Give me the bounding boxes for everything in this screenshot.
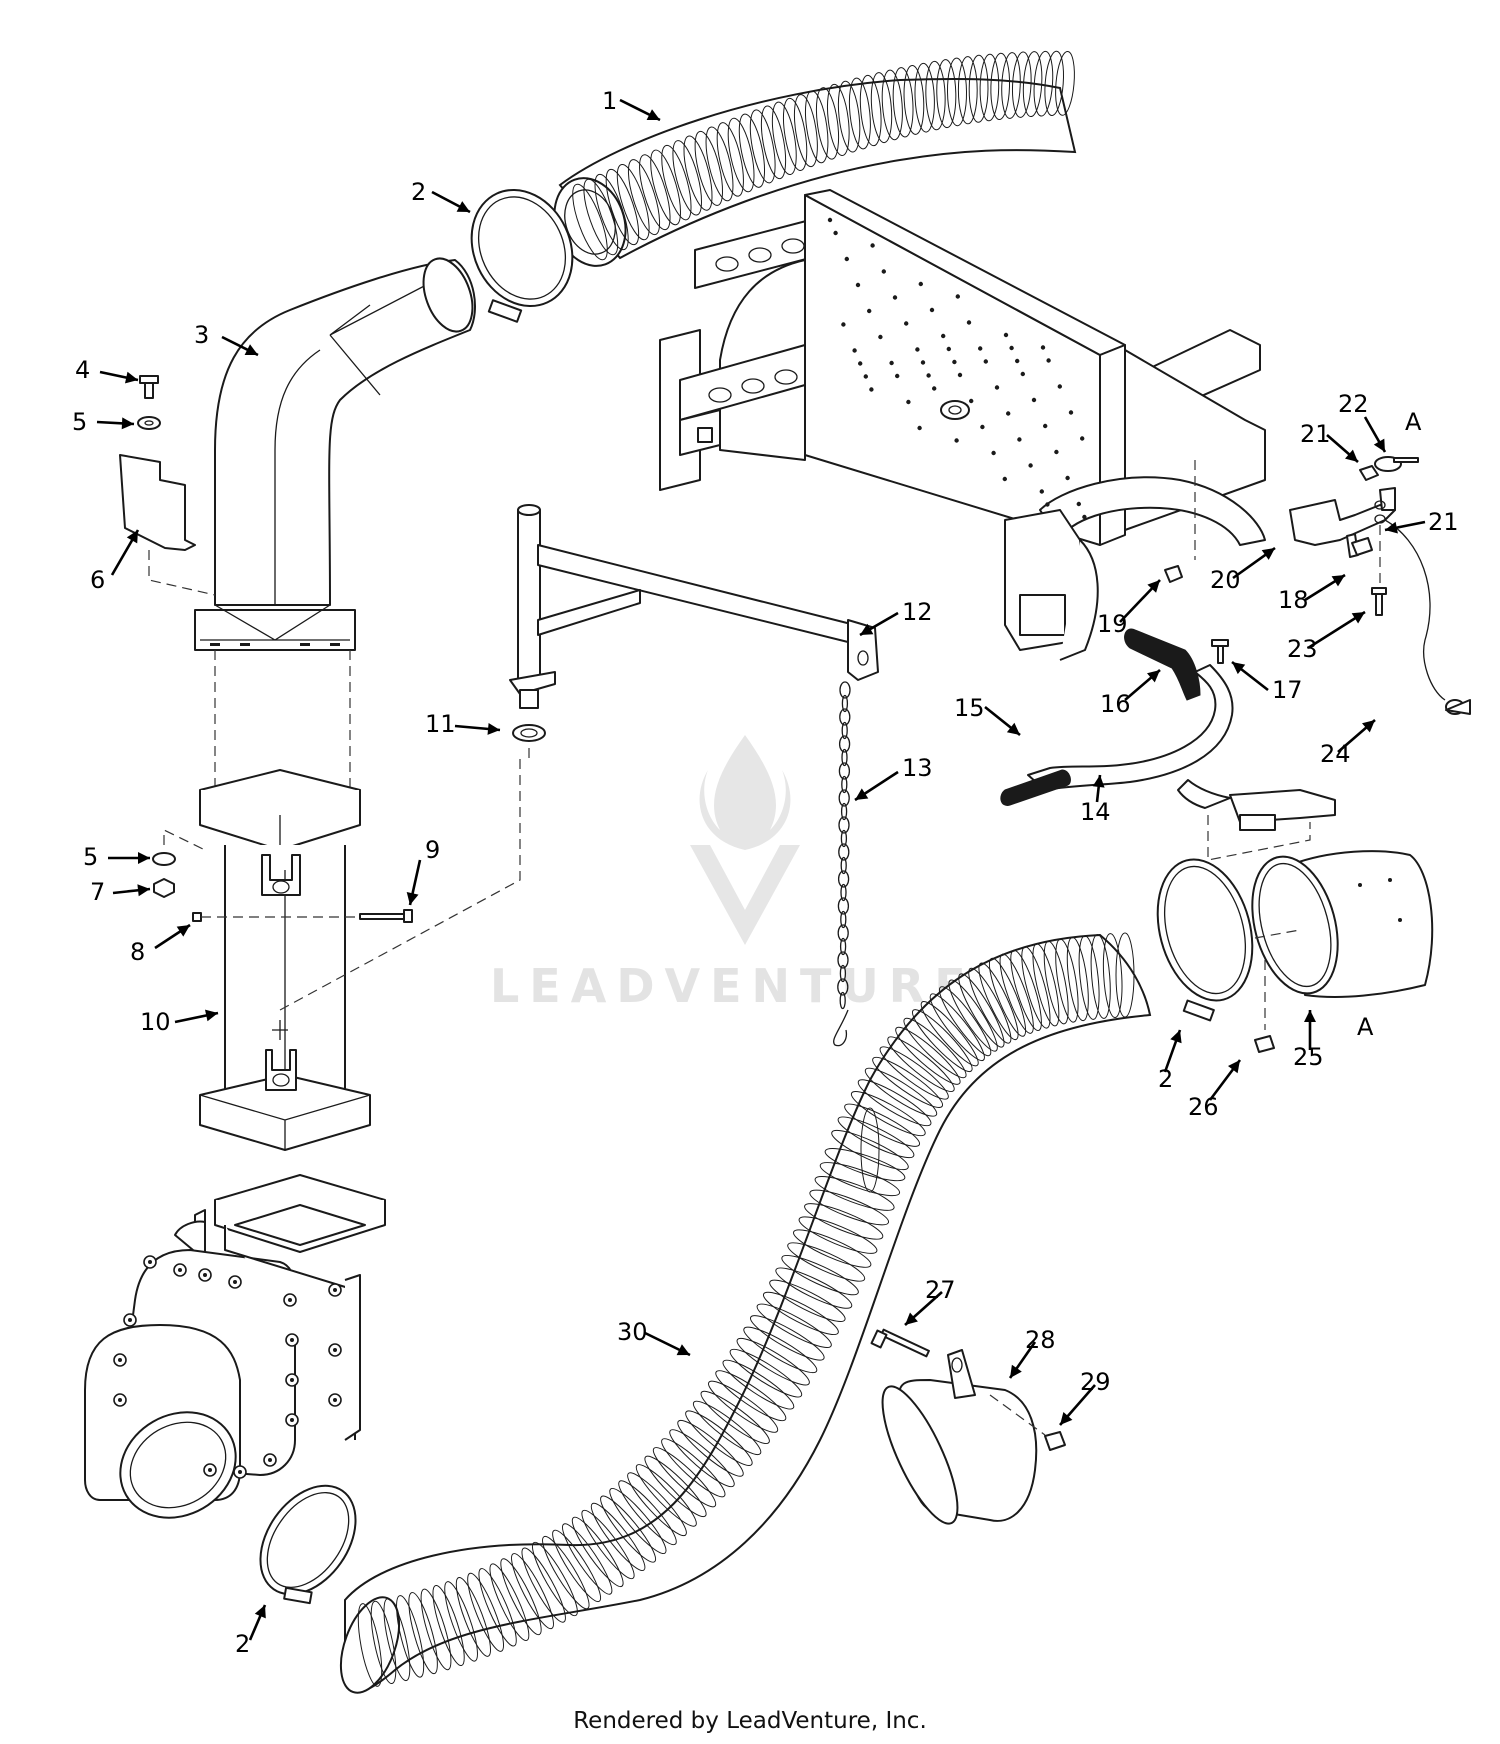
collar-and-clamp [1156,850,1434,1053]
callout-11: 11 [425,710,456,738]
handle [1000,628,1336,861]
callout-17: 17 [1272,676,1303,704]
hose-band [870,1328,1066,1525]
callout-22: 22 [1338,390,1369,418]
latch-hardware [1164,456,1471,715]
watermark-logo [690,735,800,945]
callout-13: 13 [902,754,933,782]
callout-21: 21 [1428,508,1459,536]
callout-A: A [1357,1013,1374,1041]
lower-flex-hose [339,932,1152,1694]
watermark-text: LEADVENTURE [490,959,976,1013]
callout-2: 2 [1158,1065,1173,1093]
callout-21: 21 [1300,420,1331,448]
callout-3: 3 [194,321,209,349]
callout-18: 18 [1278,586,1309,614]
callout-1: 1 [602,87,617,115]
bracket-hardware-4-5-6 [119,375,351,790]
callout-5: 5 [83,843,98,871]
callout-2: 2 [235,1630,250,1658]
tube-hardware [152,755,521,1011]
blower-housing [84,1174,386,1519]
callout-28: 28 [1025,1326,1056,1354]
callout-2: 2 [411,178,426,206]
swing-arm [509,504,879,760]
callout-30: 30 [617,1318,648,1346]
callout-19: 19 [1097,610,1128,638]
callout-24: 24 [1320,740,1351,768]
callout-23: 23 [1287,635,1318,663]
upper-flex-hose [553,50,1077,267]
callout-6: 6 [90,566,105,594]
callout-27: 27 [925,1276,956,1304]
elbow-duct [194,257,476,651]
callout-16: 16 [1100,690,1131,718]
callout-A: A [1405,408,1422,436]
callout-8: 8 [130,938,145,966]
callout-9: 9 [425,836,440,864]
callout-26: 26 [1188,1093,1219,1121]
callout-7: 7 [90,878,105,906]
callout-25: 25 [1293,1043,1324,1071]
callout-29: 29 [1080,1368,1111,1396]
callout-4: 4 [75,356,90,384]
hose-clamp-bottom [259,1484,357,1605]
callout-5: 5 [72,408,87,436]
footer-credit: Rendered by LeadVenture, Inc. [573,1708,927,1734]
hose-clamp-top [470,188,574,323]
callout-leaders [96,98,1426,1641]
frame-assembly [659,189,1266,661]
callout-10: 10 [140,1008,171,1036]
callout-14: 14 [1080,798,1111,826]
callout-12: 12 [902,598,933,626]
callout-15: 15 [954,694,985,722]
callout-labels: 1 2 3 4 5 6 5 7 8 9 10 11 12 13 14 15 16… [72,87,1459,1658]
callout-20: 20 [1210,566,1241,594]
chain [833,681,851,1047]
vertical-tube [199,769,371,1151]
